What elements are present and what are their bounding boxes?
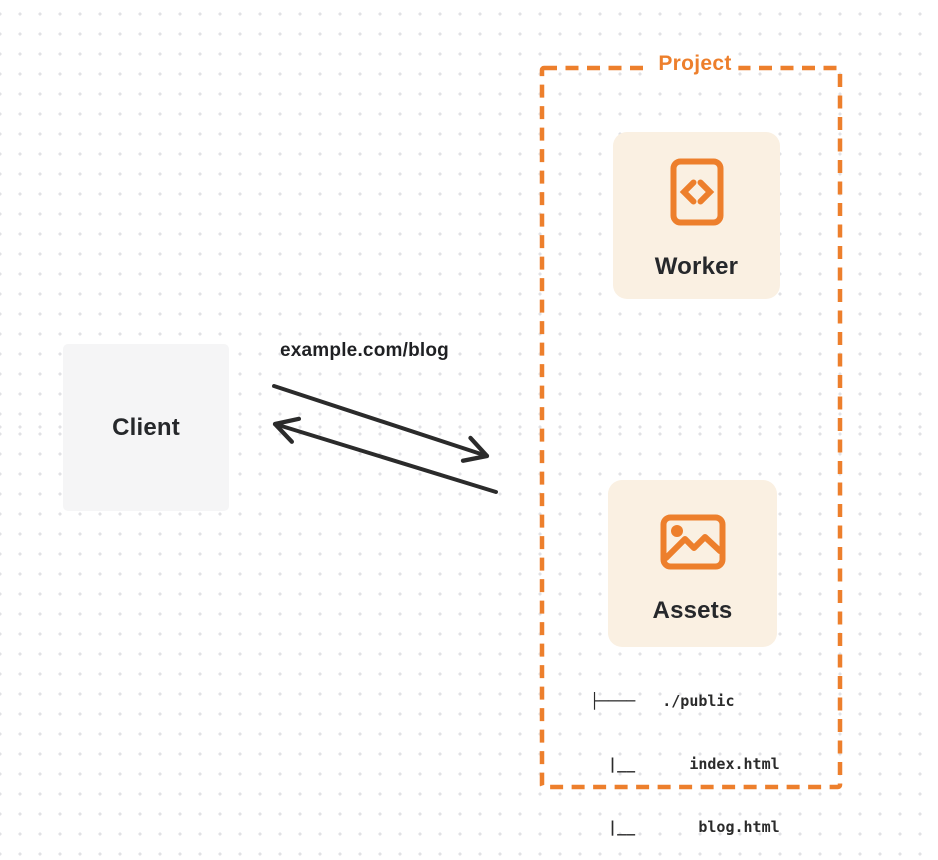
project-label: Project bbox=[651, 52, 739, 76]
assets-file-tree: ├──── ./public |__ index.html |__ blog.h… bbox=[590, 649, 780, 860]
client-box: Client bbox=[63, 344, 229, 511]
assets-card: Assets bbox=[608, 480, 777, 647]
request-url-label: example.com/blog bbox=[280, 340, 449, 361]
worker-card: Worker bbox=[613, 132, 780, 299]
worker-label: Worker bbox=[654, 253, 739, 280]
image-icon bbox=[660, 514, 725, 570]
request-arrow bbox=[272, 384, 490, 463]
tree-line-index: |__ index.html bbox=[590, 755, 780, 773]
tree-line-public: ├──── ./public bbox=[590, 692, 735, 710]
project-dashed-border bbox=[539, 65, 843, 790]
code-file-icon bbox=[670, 158, 723, 226]
client-label: Client bbox=[112, 413, 180, 441]
assets-label: Assets bbox=[652, 597, 733, 624]
response-arrow bbox=[272, 416, 498, 494]
tree-line-blog: |__ blog.html bbox=[590, 818, 780, 836]
